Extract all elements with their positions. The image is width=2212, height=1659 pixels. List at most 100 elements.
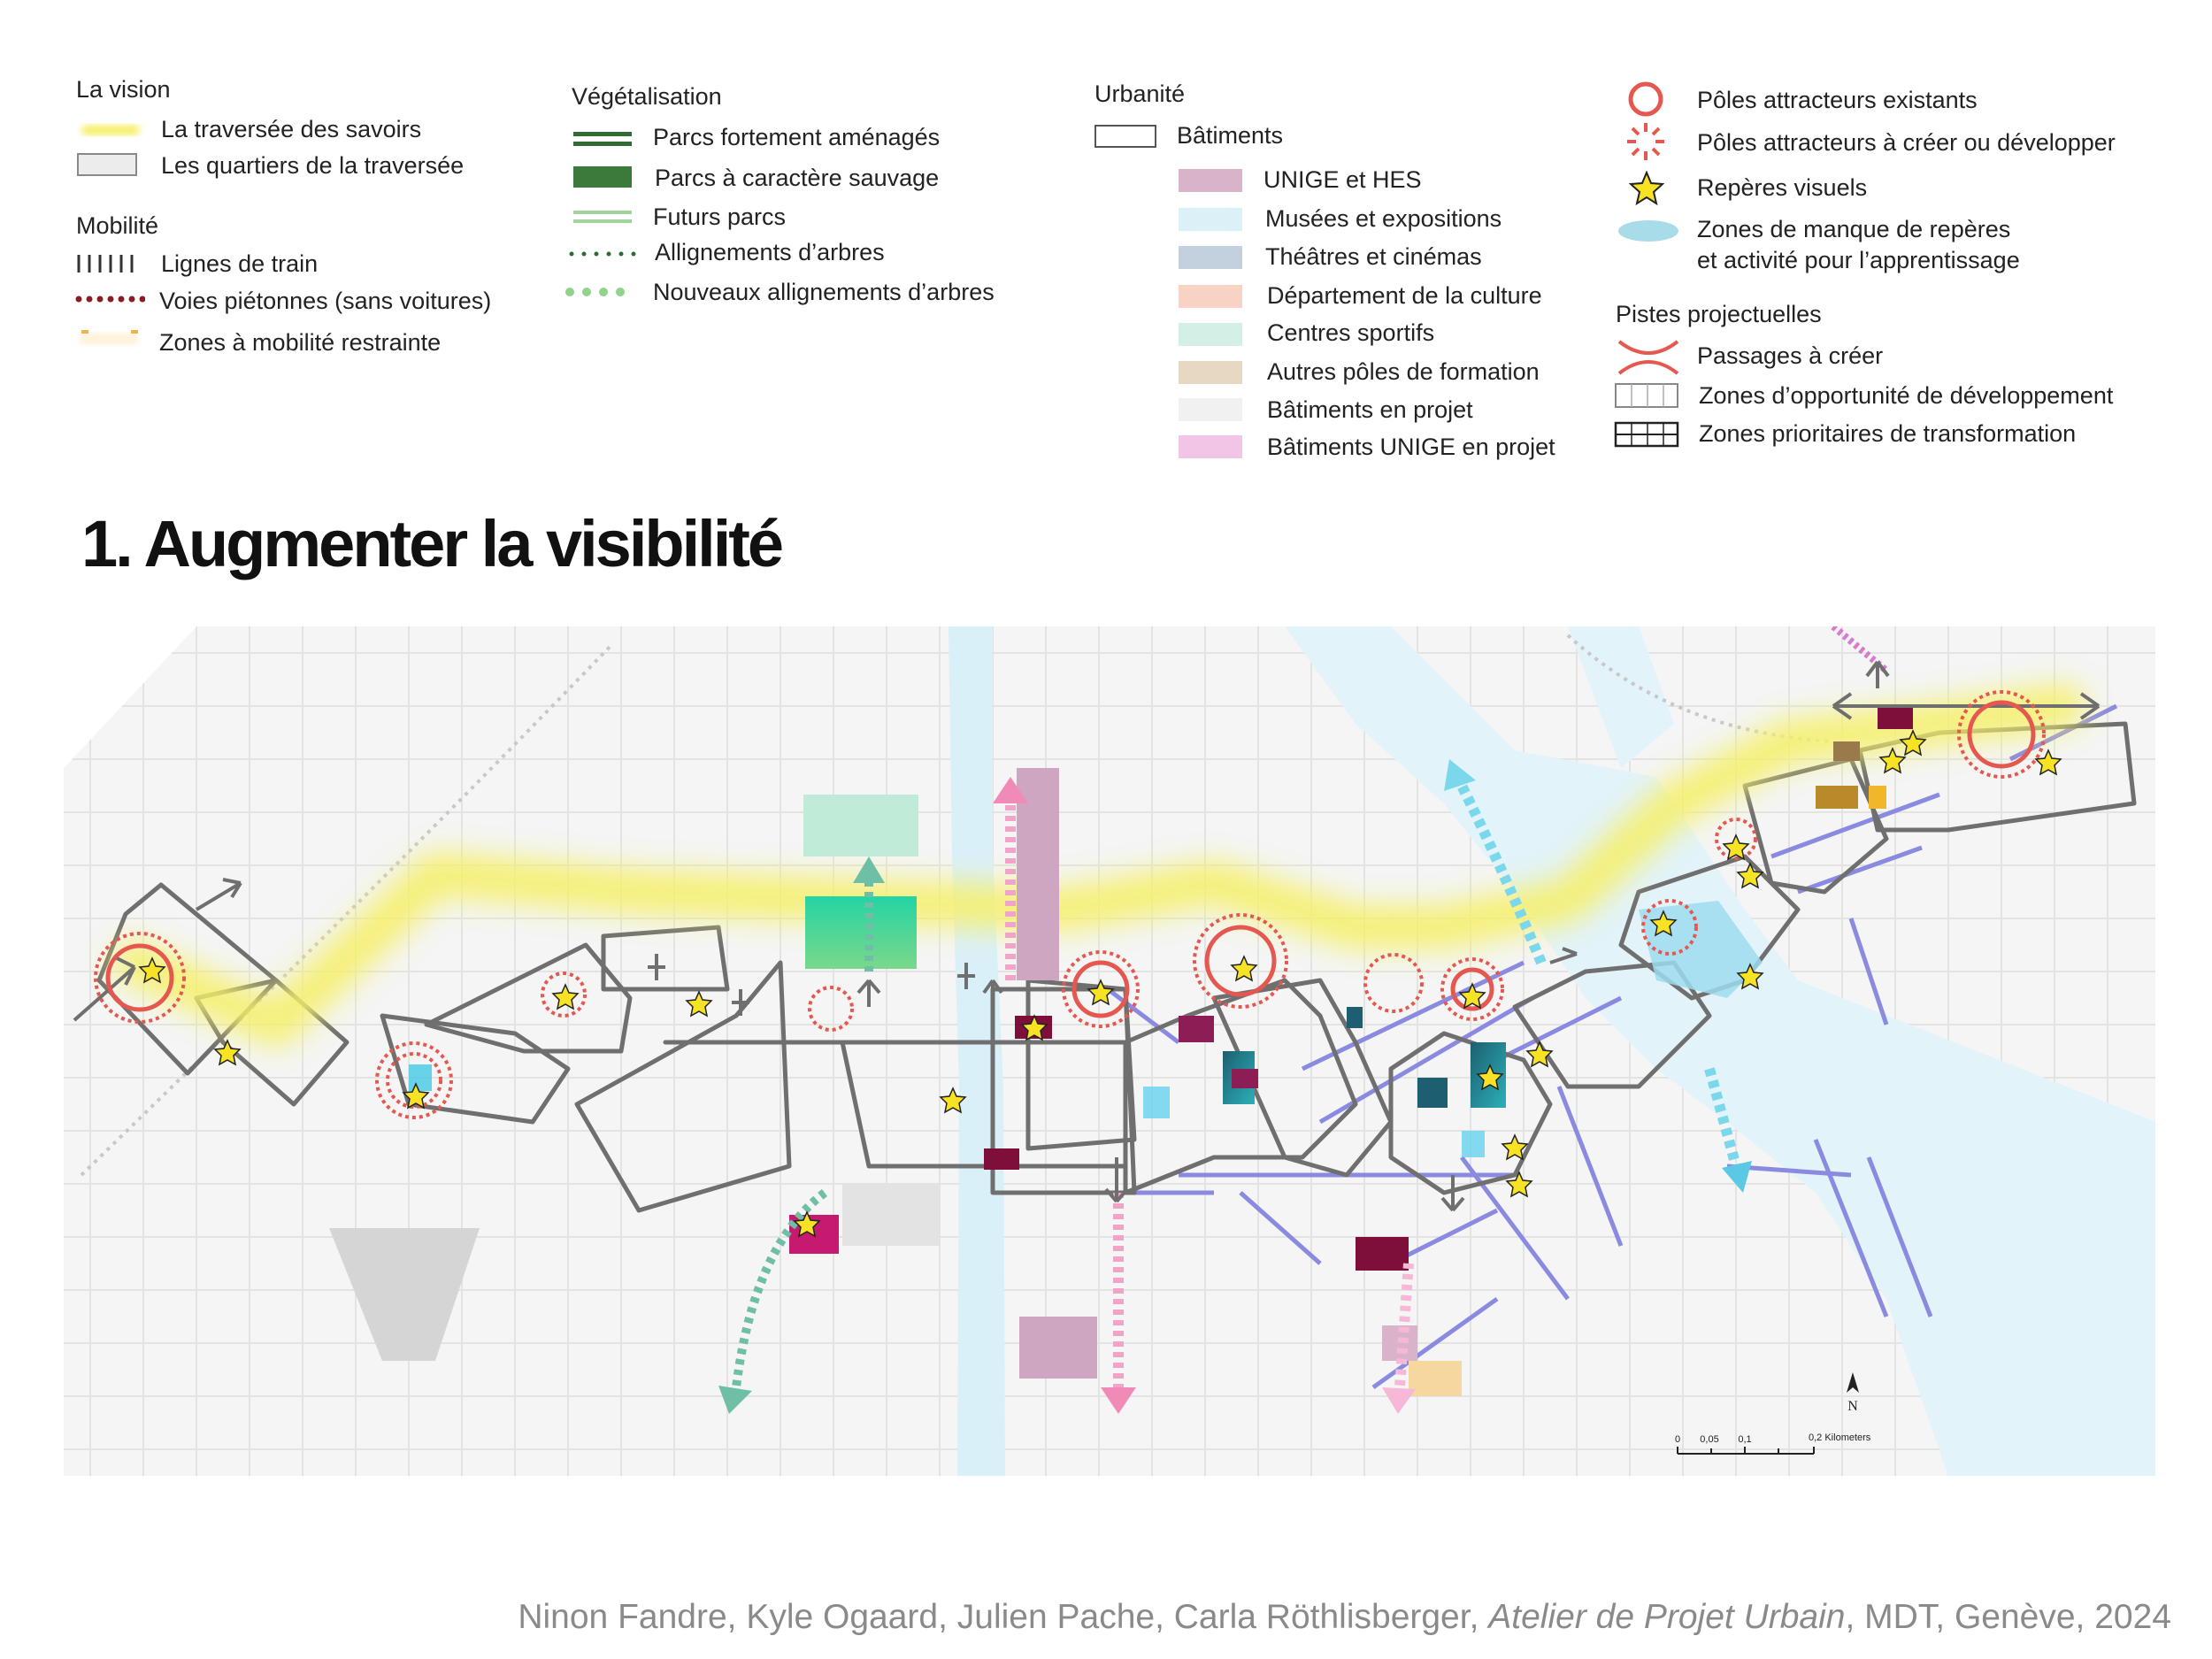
legend-item-projet: Bâtiments en projet <box>1267 396 1473 423</box>
legend-item-traversee: La traversée des savoirs <box>161 116 422 142</box>
yellow-glow-band-symbol <box>81 125 140 135</box>
pole-ring <box>1062 950 1140 1028</box>
credits-work: Atelier de Projet Urbain <box>1488 1598 1846 1636</box>
traversee-glow-band <box>112 684 2085 1047</box>
pole-ring <box>94 932 186 1024</box>
parks <box>803 795 918 969</box>
legend-item-allignements: Allignements d’arbres <box>655 239 885 265</box>
legend-item-musees: Musées et expositions <box>1265 205 1502 232</box>
unige-projet-swatch <box>1179 435 1242 458</box>
light-grid-box-symbol <box>1615 383 1678 408</box>
red-passage-icon <box>1617 340 1679 375</box>
legend-item-prioritaires: Zones prioritaires de transformation <box>1699 420 2077 447</box>
legend-item-formation: Autres pôles de formation <box>1267 358 1540 385</box>
scale-tick-005: 0,05 <box>1700 1434 1718 1445</box>
pole-ring <box>541 972 587 1018</box>
star-icon <box>1736 963 1764 990</box>
tree-alignment-symbol <box>569 251 636 257</box>
pole-ring <box>1440 957 1504 1021</box>
legend-vegetalisation-title: Végétalisation <box>572 83 722 110</box>
legend-item-futurs-parcs: Futurs parcs <box>653 204 787 230</box>
star-icon <box>1722 833 1750 861</box>
pole-ring <box>1363 953 1424 1013</box>
credits-authors: Ninon Fandre, Kyle Ogaard, Julien Pache,… <box>518 1598 1479 1636</box>
scale-tick-0: 0 <box>1675 1434 1680 1445</box>
legend-pistes-title: Pistes projectuelles <box>1616 301 1822 327</box>
blue-ellipse-symbol <box>1618 220 1678 242</box>
legend-item-passages: Passages à créer <box>1697 342 1884 369</box>
legend-item-train: Lignes de train <box>161 250 319 277</box>
star-icon <box>1020 1014 1048 1041</box>
star-icon <box>1899 729 1927 757</box>
pole-ring <box>1193 913 1288 1009</box>
legend-item-zones-manque-line2: et activité pour l’apprentissage <box>1697 247 2020 273</box>
grey-outline-box-symbol <box>77 153 137 176</box>
legend-item-theatres: Théâtres et cinémas <box>1265 243 1482 270</box>
futurs-parcs-symbol <box>573 211 632 223</box>
scale-bar: 0 0,05 0,1 0,2 Kilometers <box>1675 1432 1871 1455</box>
legend-vision-title: La vision <box>76 76 171 103</box>
pole-ring <box>1641 899 1698 956</box>
pole-ring <box>375 1041 453 1119</box>
pole-ring <box>1957 690 2046 779</box>
star-icon <box>793 1210 821 1238</box>
star-icon <box>1501 1133 1529 1161</box>
legend-mobilite-title: Mobilité <box>76 212 159 239</box>
credits-rest: , MDT, Genève, 2024 <box>1845 1598 2171 1636</box>
urban-map: N 0 0,05 0,1 0,2 Kilometers <box>64 626 2155 1476</box>
formation-swatch <box>1179 361 1242 384</box>
pole-ring <box>808 986 854 1032</box>
pole-ring <box>1715 818 1757 860</box>
north-arrow <box>1847 1372 1859 1393</box>
unige-swatch <box>1179 169 1242 192</box>
legend-item-unige-projet: Bâtiments UNIGE en projet <box>1267 434 1555 460</box>
star-icon <box>939 1087 967 1114</box>
star-icon <box>551 983 580 1010</box>
legend-batiments-label: Bâtiments <box>1177 122 1284 149</box>
credits: Ninon Fandre, Kyle Ogaard, Julien Pache,… <box>518 1598 2171 1637</box>
legend-item-reperes: Repères visuels <box>1697 174 1868 201</box>
star-icon <box>1230 955 1258 982</box>
parc-amenage-symbol <box>573 132 632 146</box>
legend-item-quartiers: Les quartiers de la traversée <box>161 152 465 179</box>
star-icon <box>2034 749 2062 776</box>
buildings <box>789 706 1913 1396</box>
scale-tick-02: 0,2 Kilometers <box>1809 1432 1871 1443</box>
batiments-outline-symbol <box>1094 125 1156 148</box>
star-icon <box>1629 171 1664 206</box>
dark-grid-box-symbol <box>1614 421 1679 448</box>
star-icon <box>138 956 166 984</box>
legend-item-pietonnes: Voies piétonnes (sans voitures) <box>159 288 492 314</box>
culture-swatch <box>1179 285 1242 308</box>
parc-sauvage-symbol <box>573 166 632 188</box>
legend-item-nouveaux-allignements: Nouveaux allignements d’arbres <box>653 279 995 305</box>
star-icon <box>213 1039 242 1066</box>
star-icon <box>1087 979 1115 1006</box>
star-icon <box>685 990 713 1018</box>
legend-item-sportifs: Centres sportifs <box>1267 319 1435 346</box>
legend-item-poles-existants: Pôles attracteurs existants <box>1697 87 1978 113</box>
train-line-symbol <box>77 255 134 273</box>
legend-urbanite-title: Urbanité <box>1094 81 1186 107</box>
legend-item-culture: Département de la culture <box>1267 282 1542 309</box>
legend-item-parcs-amenages: Parcs fortement aménagés <box>653 124 941 150</box>
legend-item-poles-a-creer: Pôles attracteurs à créer ou développer <box>1697 129 2116 156</box>
legend-item-unige: UNIGE et HES <box>1263 166 1422 193</box>
reperes-visuels <box>138 729 2062 1238</box>
red-burst-icon <box>1627 123 1664 160</box>
projet-swatch <box>1179 398 1242 421</box>
theatres-swatch <box>1179 246 1242 269</box>
restricted-zone-symbol <box>80 330 138 345</box>
red-circle-icon <box>1628 81 1663 117</box>
sport-swatch <box>1179 323 1242 346</box>
star-icon <box>1458 982 1486 1010</box>
passages <box>648 954 975 1016</box>
poles-attracteurs <box>94 690 2046 1119</box>
scale-tick-01: 0,1 <box>1738 1434 1751 1445</box>
legend-item-zones-manque: Zones de manque de repères <box>1697 216 2011 242</box>
legend-item-mobilite-restrainte: Zones à mobilité restrainte <box>159 329 442 356</box>
star-icon <box>1505 1171 1533 1198</box>
new-tree-alignment-symbol <box>565 288 625 296</box>
connection-arrows <box>73 660 2101 1212</box>
star-icon <box>1649 910 1678 937</box>
